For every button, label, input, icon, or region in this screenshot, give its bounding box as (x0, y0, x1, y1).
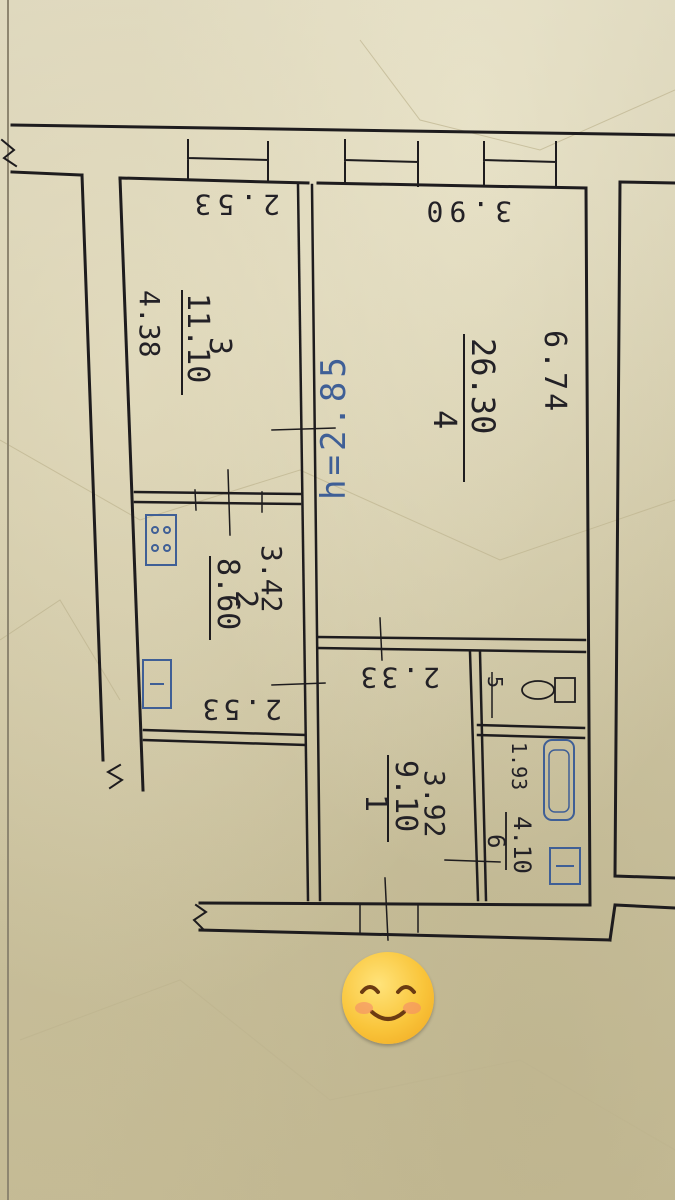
room-4-width: 3.90 (421, 195, 512, 228)
room-6-area: 4.10 (508, 816, 536, 874)
room-2-length: 3.42 (255, 545, 288, 612)
emoji-face (355, 985, 421, 1021)
smiling-face-emoji-icon (342, 952, 434, 1044)
room-3-number: 3 (202, 337, 237, 355)
wall-break-marks (0, 138, 208, 932)
room-3-area: 11.10 (180, 293, 215, 383)
room-1-width: 2.33 (357, 661, 440, 694)
room-6-label: 4.10 6 1.93 (482, 742, 536, 874)
outer-walls (10, 123, 675, 942)
windows (186, 139, 558, 187)
room-2-number: 2 (228, 590, 263, 608)
room-6-length: 1.93 (507, 742, 531, 790)
ceiling-height: h=2.85 (314, 353, 354, 500)
toilet-fixture (521, 677, 576, 703)
room-4-area: 26.30 (464, 338, 502, 434)
room-2-label: 8.60 2 3.42 2.53 (199, 545, 288, 726)
paper-creases (0, 39, 675, 1151)
room-6-number: 6 (482, 834, 510, 848)
heater-symbol (142, 659, 172, 709)
interior-partitions (133, 183, 587, 902)
room-2-width: 2.53 (199, 693, 282, 726)
room-3-length: 4.38 (133, 290, 166, 357)
room-4-number: 4 (426, 410, 464, 429)
door-marks (194, 427, 501, 941)
sink-symbol (549, 847, 581, 885)
room-1-area: 9.10 (388, 760, 423, 832)
room-3-width: 2.53 (189, 188, 280, 221)
room-4-label: 26.30 4 6.74 3.90 (421, 195, 572, 482)
bathtub-fixture (543, 739, 575, 821)
stove-symbol (145, 514, 177, 566)
room-4-length: 6.74 (537, 330, 572, 414)
room-1-length: 3.92 (418, 770, 451, 837)
room-2-area: 8.60 (210, 558, 245, 630)
room-5-number: 5 (483, 676, 507, 688)
room-1-label: 9.10 1 3.92 2.33 (357, 661, 451, 842)
room-5-label: 5 (483, 672, 507, 718)
room-3-label: 11.10 3 4.38 2.53 (133, 188, 280, 395)
room-1-number: 1 (358, 794, 393, 812)
